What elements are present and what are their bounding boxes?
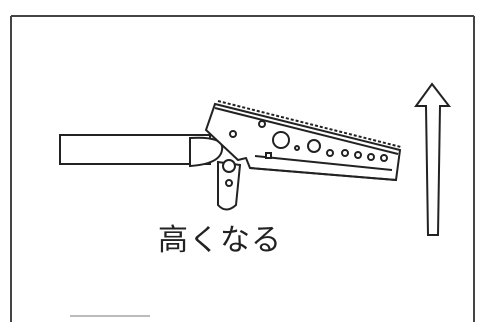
bracket-arm-icon: [204, 100, 402, 182]
hanging-link-icon: [217, 159, 242, 211]
pivot-collar-icon: [189, 136, 224, 168]
caption-label: 高くなる: [158, 223, 282, 258]
up-arrow-icon: [414, 82, 452, 236]
diagram-frame: [10, 15, 475, 322]
pipe-left-icon: [59, 134, 211, 165]
